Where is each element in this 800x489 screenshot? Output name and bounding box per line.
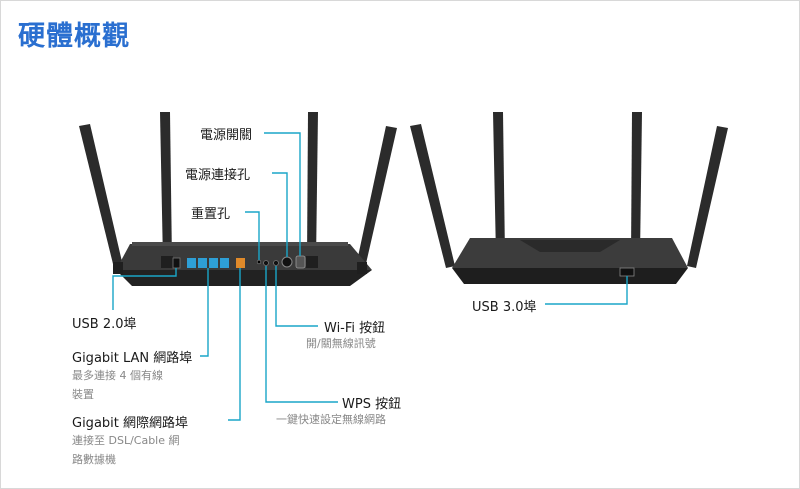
label-wifi-title: Wi-Fi 按鈕	[324, 321, 386, 336]
router-front-panel	[116, 270, 372, 286]
callout-line-reset	[245, 211, 260, 260]
label-wifi-desc: 開/關無線訊號	[306, 337, 376, 350]
antenna-2	[160, 112, 172, 262]
label-wan-desc-2: 路數據機	[72, 453, 116, 466]
power-jack	[281, 256, 293, 268]
lan-port-4	[220, 258, 229, 268]
reset-hole	[256, 259, 262, 265]
router-front-base	[452, 268, 688, 284]
label-wps-title: WPS 按鈕	[342, 397, 402, 412]
label-lan-desc-2: 裝置	[72, 388, 94, 401]
callout-line-usb20	[112, 268, 177, 310]
label-lan-title: Gigabit LAN 網路埠	[72, 351, 193, 366]
label-wan-title: Gigabit 網際網路埠	[72, 416, 188, 431]
label-usb30: USB 3.0埠	[472, 300, 537, 315]
antenna-base-4	[357, 262, 367, 274]
callout-line-usb30	[545, 276, 628, 305]
label-wps-desc: 一鍵快速設定無線網路	[276, 413, 386, 426]
antenna-1	[79, 124, 123, 268]
antenna-4	[356, 126, 397, 268]
antenna-base-2	[161, 256, 173, 268]
callout-lines-back	[112, 132, 338, 421]
label-power-jack: 電源連接孔	[185, 168, 251, 183]
antenna-front-4	[687, 126, 728, 268]
router-back-view	[79, 112, 397, 286]
label-usb20: USB 2.0埠	[72, 317, 137, 332]
router-front-top-stripe	[520, 240, 620, 252]
wps-button	[263, 260, 269, 266]
callout-lines-front	[545, 276, 628, 305]
wan-port	[236, 258, 245, 268]
router-top-edge	[132, 242, 348, 246]
lan-port-2	[198, 258, 207, 268]
label-lan-desc-1: 最多連接 4 個有線	[72, 369, 163, 382]
page-title: 硬體概觀	[18, 21, 130, 52]
power-switch	[295, 255, 306, 269]
callout-line-power-jack	[272, 172, 288, 257]
label-reset: 重置孔	[191, 207, 231, 222]
wifi-button	[273, 260, 279, 266]
callout-line-wan	[228, 268, 241, 421]
usb30-port	[619, 267, 635, 277]
antenna-base-3	[306, 256, 318, 268]
lan-port-3	[209, 258, 218, 268]
lan-port-1	[187, 258, 196, 268]
callout-line-wifi	[275, 266, 318, 327]
antenna-front-2	[493, 112, 505, 256]
router-front-view	[410, 112, 728, 284]
callout-line-wps	[265, 266, 338, 403]
callout-line-lan	[200, 268, 209, 357]
antenna-front-3	[631, 112, 642, 256]
router-front-body	[452, 238, 688, 268]
callout-line-power-switch	[264, 132, 301, 256]
label-wan-desc-1: 連接至 DSL/Cable 網	[72, 434, 180, 447]
label-power-switch: 電源開關	[200, 128, 253, 143]
usb20-port	[172, 257, 181, 269]
antenna-front-1	[410, 124, 455, 268]
antenna-base-1	[113, 262, 123, 274]
antenna-3	[307, 112, 318, 262]
